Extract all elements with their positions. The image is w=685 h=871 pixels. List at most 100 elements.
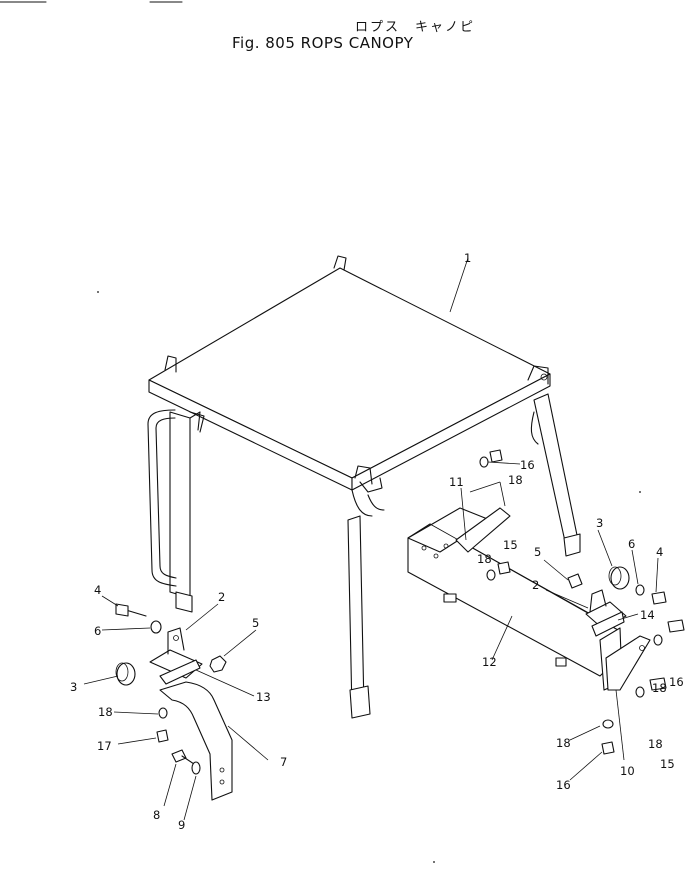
cushion-right-face [608,566,622,586]
post-right-foot [563,533,581,557]
callout-2-right: 2 [532,578,539,592]
bolt-left-head [115,603,129,617]
nut-left [209,655,227,673]
speck [433,861,435,863]
washer-part-18-left [158,707,168,719]
bolt-right-15b [649,677,667,691]
bolt-16-top [489,449,503,463]
post-rear-left-foot [175,591,193,613]
plate-part-10 [605,635,651,691]
canopy-roof-side-edge [351,373,551,491]
mount-bracket-left-ear [167,627,185,655]
callout-18-mid: 18 [477,552,492,566]
callout-15-mid: 15 [503,538,518,552]
callout-18-right: 18 [652,681,667,695]
japanese-title: ロプス キャノピ [355,20,476,35]
frame-bracket-hole-1 [433,553,439,559]
bolt-part-17 [156,729,169,743]
washer-18-mid [486,569,496,581]
roof-tab-back [333,255,347,271]
post-front-gusset-2 [367,494,385,511]
frame-bracket-hole-3 [421,545,427,551]
cushion-left-face [115,662,129,682]
plate-part-11-hint [469,481,501,493]
callout-3-left: 3 [70,680,77,694]
callout-12: 12 [482,655,497,669]
callout-10: 10 [620,764,635,778]
bolt-right-15a [667,619,685,633]
callout-4-left: 4 [94,583,101,597]
callout-7: 7 [280,755,287,769]
bolt-8-shank [181,755,195,765]
washer-right-18a [653,634,663,646]
washer-right-6 [635,584,645,596]
callout-18-top: 18 [508,473,523,487]
bolt-15-mid [497,561,511,575]
roof-tab-front-clip [359,477,383,493]
callout-17: 17 [97,739,112,753]
frame-bracket-hole-2 [443,543,449,549]
callout-16-bottom: 16 [556,778,571,792]
speck [639,491,641,493]
bracket-7-hole-2 [219,779,225,785]
left-mount-assembly [115,603,233,801]
callout-18-bottom: 18 [556,736,571,750]
callout-4-right: 4 [656,545,663,559]
callout-18-lower: 18 [648,737,663,751]
callout-1: 1 [464,251,471,265]
washer-right-18b [635,686,645,698]
roof-tab-front [354,465,373,485]
grab-handle-outer [147,409,177,587]
callout-6-right: 6 [628,537,635,551]
roof-rim-detail [189,411,205,433]
washer-left [150,620,162,634]
roof-tab-left [164,355,177,373]
callout-5-right: 5 [534,545,541,559]
roof-tab-hole [540,373,548,381]
frame-bracket-assembly [407,507,623,691]
cushion-right [610,566,630,590]
bent-bracket-part-7 [159,681,233,801]
callout-5-left: 5 [252,616,259,630]
plate-10-hole [639,645,645,651]
mount-bracket-left-hole [173,635,179,641]
post-rear-left [169,411,191,599]
post-front-gusset [351,489,373,517]
bolt-right-4 [651,591,667,605]
leader-lines [83,257,659,821]
callout-8: 8 [153,808,160,822]
callout-9: 9 [178,818,185,832]
grab-handle-inner [155,417,177,579]
plate-part-14 [591,611,625,637]
post-front-foot [349,685,371,719]
bolt-part-8 [171,749,187,763]
bolt-16-bottom [601,741,615,755]
roof-tab-right [527,365,549,385]
canopy-assembly [147,255,581,719]
bolt-left-shank [125,609,147,617]
callout-16-right: 16 [669,675,684,689]
frame-bracket-clip [443,593,457,603]
bracket-7-hole-1 [219,767,225,773]
plate-part-13 [159,659,201,685]
canopy-roof-top [148,267,551,479]
post-right-gusset [530,411,539,445]
plate-part-11 [455,507,511,553]
speck [97,291,99,293]
figure-title: Fig. 805 ROPS CANOPY [232,34,414,52]
callout-18-left: 18 [98,705,113,719]
mount-bracket-right-ear [589,589,607,613]
nut-right-5 [567,573,583,589]
callout-6-left: 6 [94,624,101,638]
nut-part-9 [191,761,201,775]
callout-14: 14 [640,608,655,622]
post-front [347,515,365,713]
callout-11: 11 [449,475,464,489]
post-right [533,393,579,547]
frame-bracket-clip-2 [555,657,567,667]
washer-18-bottom [602,719,614,729]
washer-18-top [479,456,489,468]
plate-part-11-hint-2 [499,481,506,507]
